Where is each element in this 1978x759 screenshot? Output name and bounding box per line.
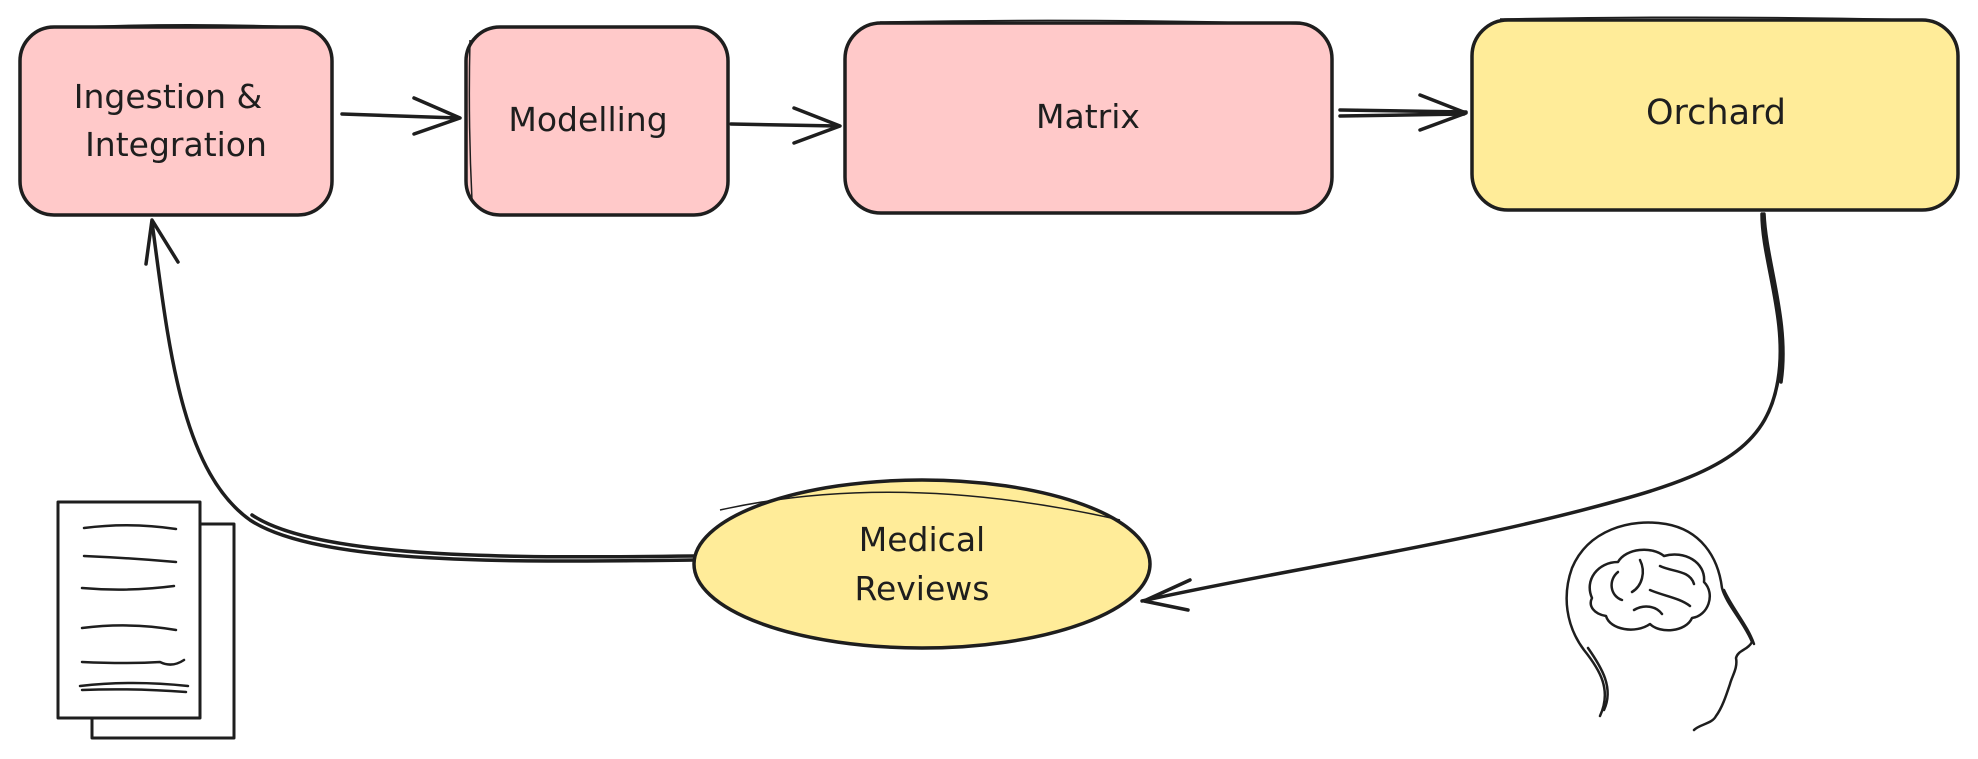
node-medical-reviews: Medical Reviews	[692, 478, 1152, 650]
node-matrix-label: Matrix	[1036, 97, 1140, 136]
node-ingestion-label-line2: Integration	[85, 125, 267, 164]
documents-icon	[56, 500, 236, 740]
arrow-matrix-to-orchard	[1338, 93, 1468, 132]
node-medical-label-line2: Reviews	[855, 569, 990, 608]
node-matrix: Matrix	[843, 19, 1334, 215]
arrow-modelling-to-matrix	[729, 106, 842, 145]
node-orchard: Orchard	[1470, 16, 1960, 212]
arrow-ingestion-to-modelling	[340, 96, 462, 136]
node-medical-label-line1: Medical	[859, 520, 985, 559]
node-orchard-label: Orchard	[1646, 93, 1786, 133]
node-ingestion-integration: Ingestion & Integration	[18, 23, 334, 217]
arrow-medical-reviews-to-ingestion	[144, 218, 696, 563]
brain-head-icon	[1565, 521, 1756, 732]
node-modelling-label: Modelling	[508, 100, 667, 139]
node-ingestion-label-line1: Ingestion &	[74, 77, 263, 116]
node-modelling: Modelling	[464, 25, 730, 217]
arrow-orchard-to-medical-reviews	[1140, 212, 1785, 612]
